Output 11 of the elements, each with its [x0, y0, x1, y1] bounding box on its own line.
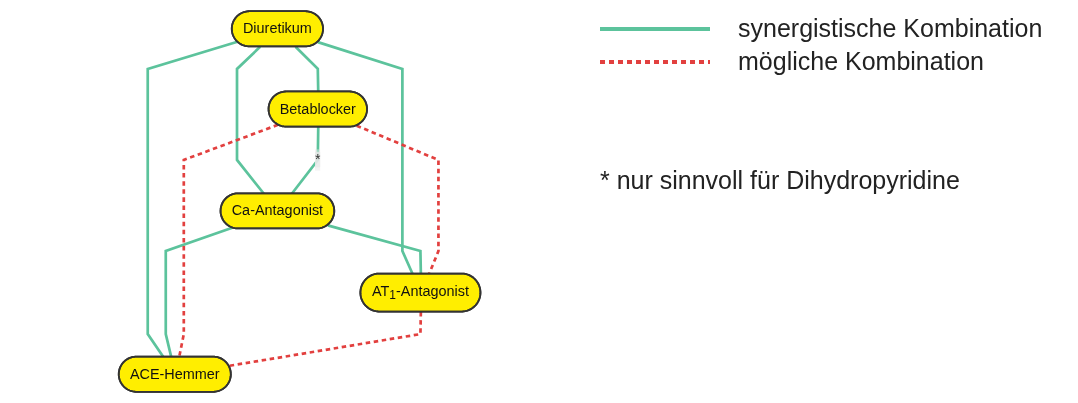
connector	[164, 226, 234, 358]
connector	[229, 312, 423, 368]
connector	[327, 224, 423, 274]
legend-text: synergistische Kombination	[738, 14, 1043, 43]
legend-text: mögliche Kombination	[738, 47, 984, 76]
edge-label: *	[315, 151, 322, 168]
connector	[295, 45, 320, 92]
connector	[178, 123, 279, 358]
footnote: * nur sinnvoll für Dihydropyridine	[600, 166, 961, 195]
connector	[236, 45, 266, 195]
connector	[146, 40, 239, 358]
